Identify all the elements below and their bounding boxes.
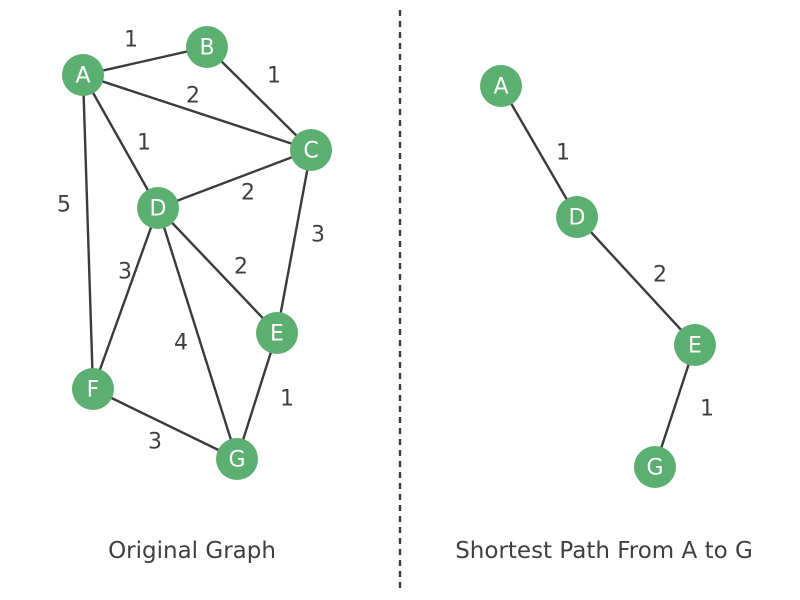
shortest-node-g: G	[634, 446, 676, 488]
original-node-circle-a	[62, 54, 104, 96]
original-node-circle-d	[137, 187, 179, 229]
shortest-node-circle-e	[674, 324, 716, 366]
original-edge-a-c	[81, 73, 313, 152]
original-graph-caption: Original Graph	[108, 538, 276, 564]
original-weight-e-g: 1	[280, 387, 294, 412]
shortest-edge-e-g	[653, 343, 697, 469]
original-weight-a-f: 5	[57, 193, 71, 218]
original-edge-d-g	[156, 206, 239, 461]
shortest-node-label-g: G	[646, 456, 663, 481]
shortest-weight-a-d: 1	[556, 141, 570, 166]
original-edge-a-d	[81, 73, 160, 210]
original-weight-c-e: 3	[311, 223, 325, 248]
original-edges	[81, 45, 313, 461]
original-weight-a-c: 2	[186, 84, 200, 109]
original-nodes: A B C D E F G	[62, 26, 332, 480]
original-node-label-a: A	[75, 64, 90, 89]
shortest-node-circle-g	[634, 446, 676, 488]
original-weight-d-e: 2	[234, 255, 248, 280]
original-weight-f-g: 3	[148, 430, 162, 455]
shortest-path-caption: Shortest Path From A to G	[455, 538, 753, 564]
original-edge-e-g	[235, 331, 279, 461]
original-edge-weights: 1 2 1 5 1 2 3 2 3 4 1 3	[57, 28, 325, 455]
shortest-node-label-a: A	[493, 75, 508, 100]
original-weight-a-d: 1	[137, 131, 151, 156]
shortest-edge-d-e	[575, 215, 697, 347]
shortest-node-label-e: E	[688, 334, 702, 359]
shortest-node-e: E	[674, 324, 716, 366]
original-node-label-f: F	[87, 378, 100, 403]
shortest-node-circle-a	[480, 65, 522, 107]
shortest-node-d: D	[556, 196, 598, 238]
original-graph: 1 2 1 5 1 2 3 2 3 4 1 3 A B C D E F G	[57, 26, 332, 480]
original-node-circle-c	[290, 129, 332, 171]
original-weight-d-f: 3	[118, 260, 132, 285]
shortest-edges	[499, 84, 697, 469]
original-node-label-d: D	[150, 197, 167, 222]
original-node-label-c: C	[303, 139, 318, 164]
original-edge-c-d	[156, 148, 313, 210]
original-node-circle-g	[216, 438, 258, 480]
original-edge-f-g	[91, 387, 239, 461]
original-weight-c-d: 2	[241, 181, 255, 206]
original-node-e: E	[256, 312, 298, 354]
original-node-b: B	[186, 26, 228, 68]
original-node-a: A	[62, 54, 104, 96]
original-weight-b-c: 1	[267, 64, 281, 89]
original-edge-a-b	[81, 45, 209, 77]
original-edge-c-e	[275, 148, 313, 335]
shortest-weight-d-e: 2	[653, 263, 667, 288]
shortest-node-label-d: D	[569, 206, 586, 231]
original-edge-d-f	[91, 206, 160, 391]
original-weight-d-g: 4	[174, 331, 188, 356]
original-node-label-e: E	[270, 322, 284, 347]
shortest-edge-a-d	[499, 84, 579, 219]
original-node-circle-f	[72, 368, 114, 410]
original-node-f: F	[72, 368, 114, 410]
original-node-label-b: B	[199, 36, 214, 61]
original-node-c: C	[290, 129, 332, 171]
original-edge-d-e	[156, 206, 279, 335]
original-node-circle-e	[256, 312, 298, 354]
shortest-node-circle-d	[556, 196, 598, 238]
original-edge-b-c	[205, 45, 313, 152]
shortest-node-a: A	[480, 65, 522, 107]
shortest-path-graph: 1 2 1 A D E G	[480, 65, 716, 488]
original-node-d: D	[137, 187, 179, 229]
original-node-label-g: G	[228, 448, 245, 473]
original-node-circle-b	[186, 26, 228, 68]
original-edge-a-f	[81, 73, 95, 391]
shortest-edge-weights: 1 2 1	[556, 141, 714, 422]
shortest-nodes: A D E G	[480, 65, 716, 488]
shortest-weight-e-g: 1	[700, 397, 714, 422]
original-node-g: G	[216, 438, 258, 480]
original-weight-a-b: 1	[124, 28, 138, 53]
